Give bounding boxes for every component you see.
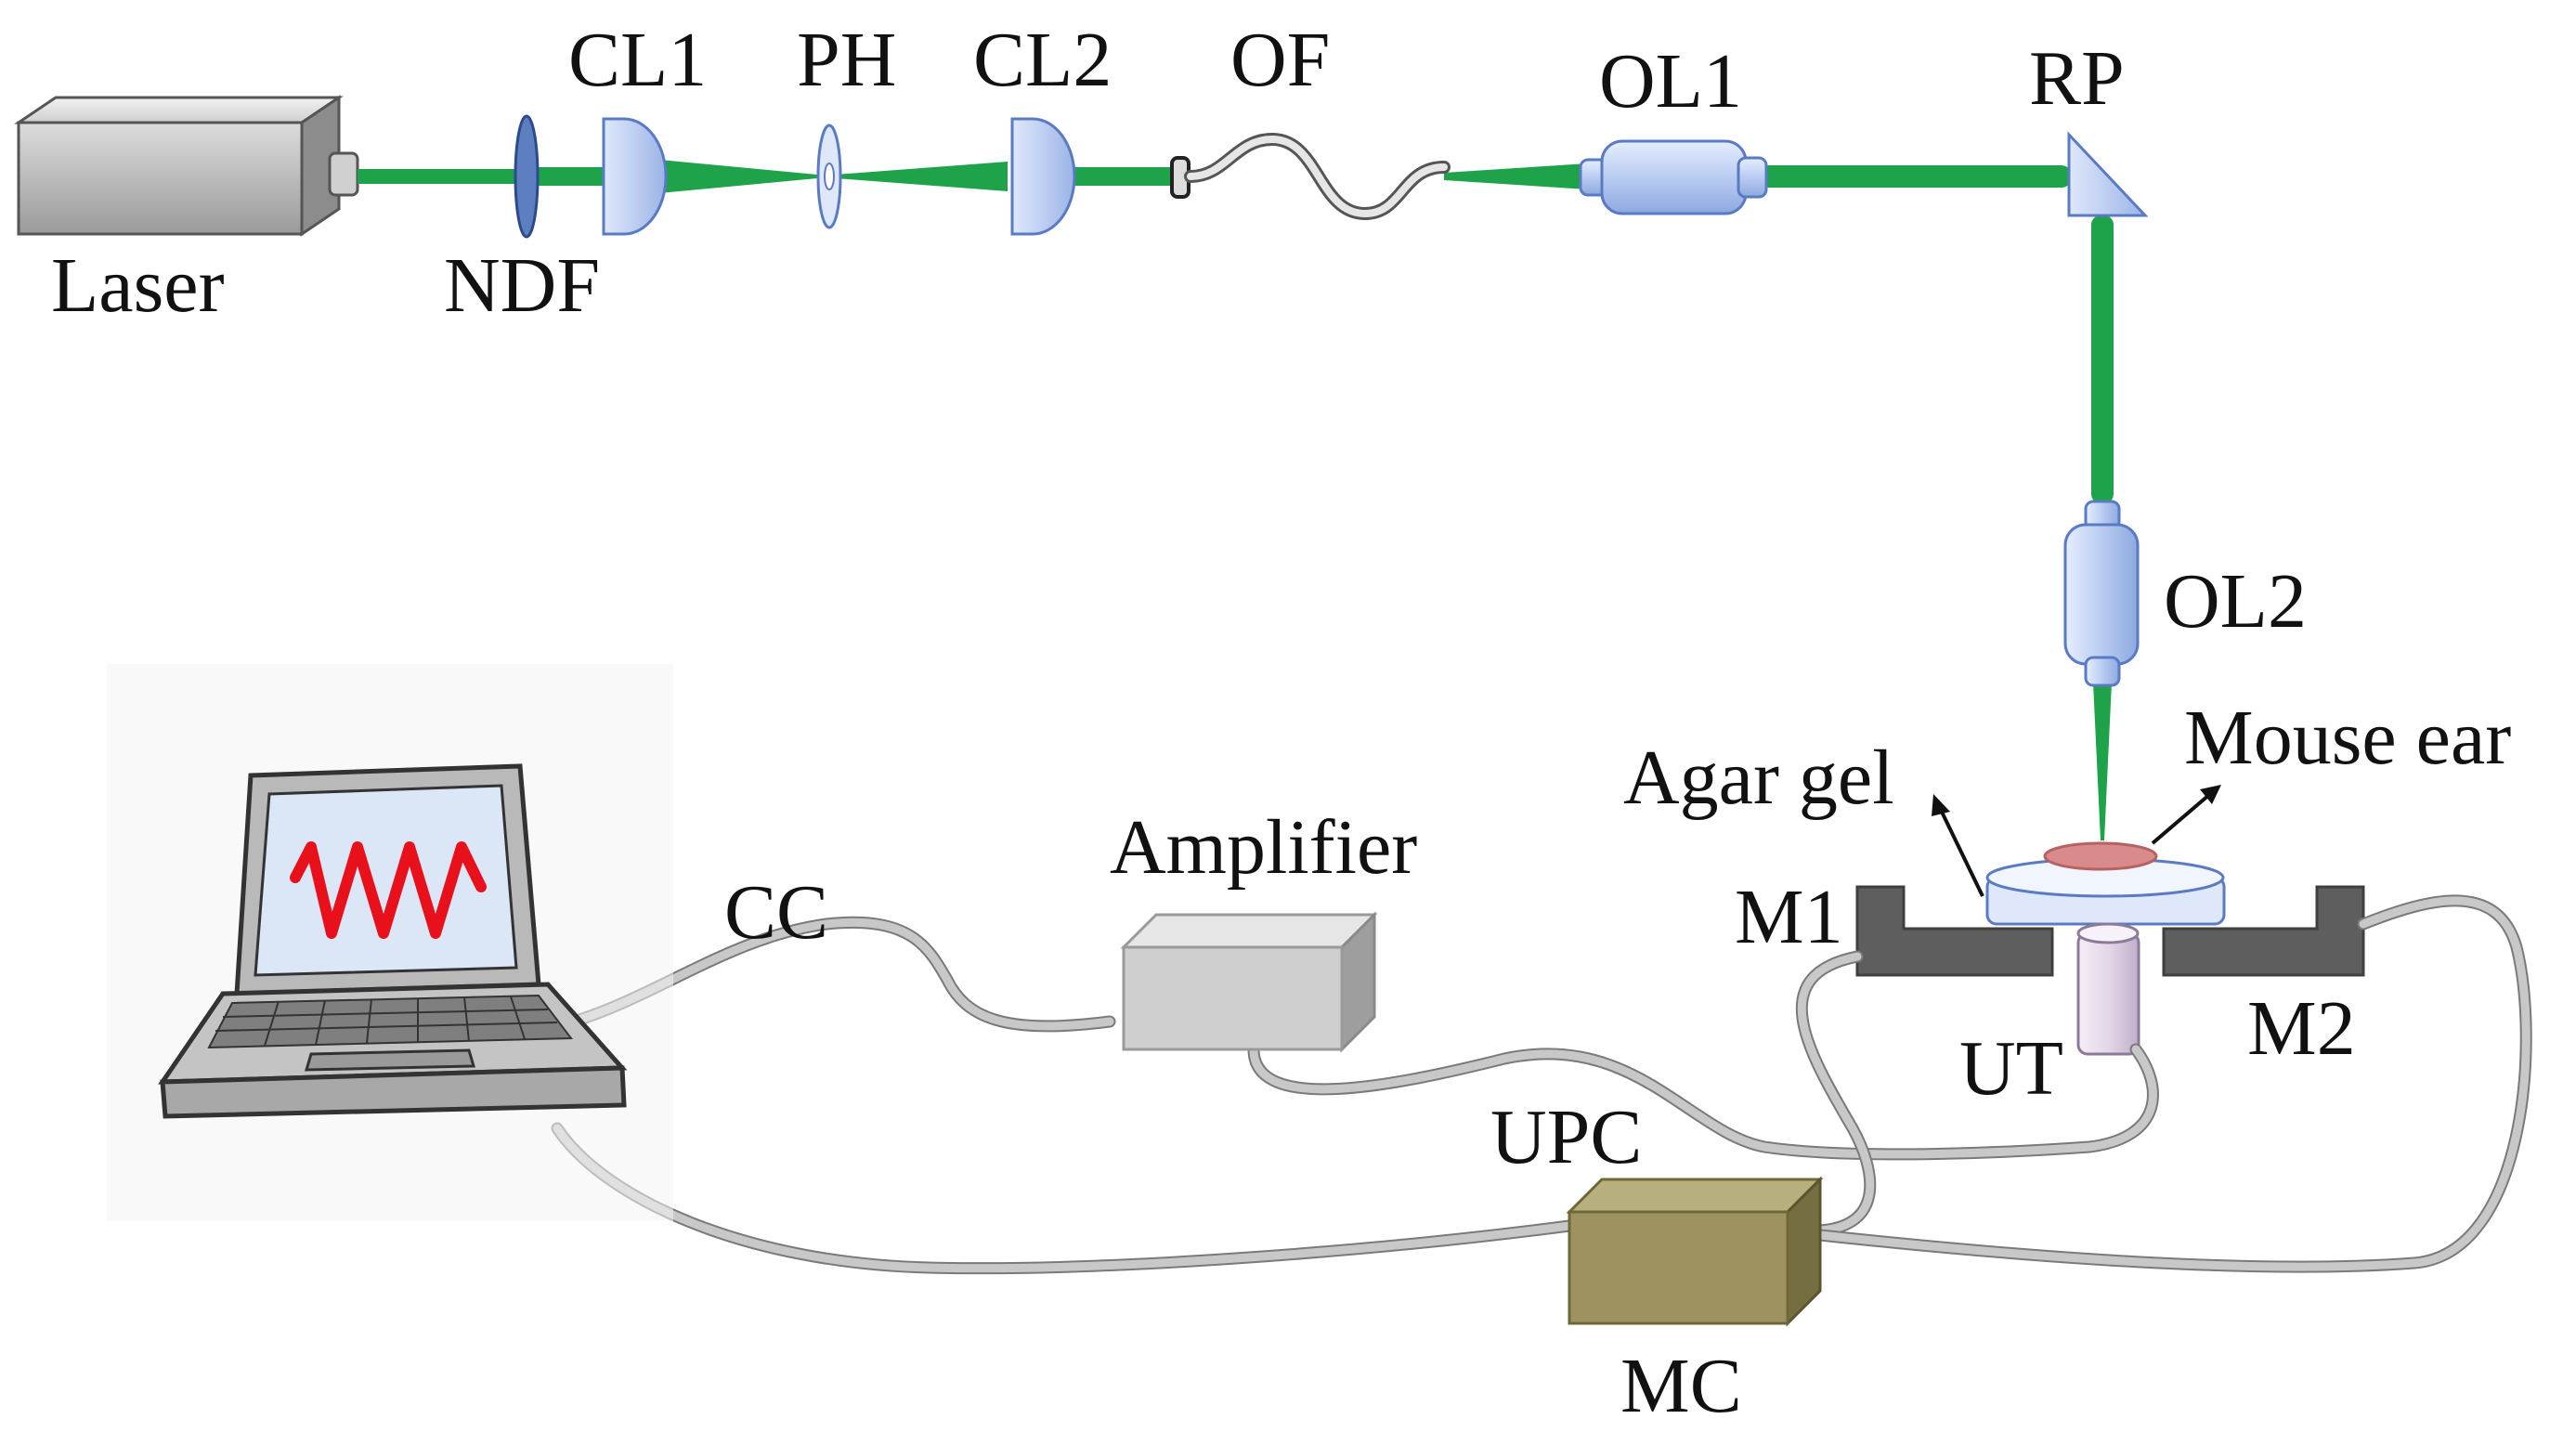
cl2-lens-icon	[1010, 117, 1076, 236]
cl2-label: CL2	[973, 17, 1112, 103]
laptop-keyboard	[207, 994, 573, 1049]
signal-waveform-icon	[290, 841, 487, 939]
cl1-lens-icon	[602, 117, 668, 236]
agar-gel-pointer-arrow	[1932, 794, 1984, 897]
right-angle-prism-icon	[2067, 131, 2149, 217]
laser-beam	[358, 160, 2114, 840]
upc-label: UPC	[1490, 1094, 1642, 1180]
ut-label: UT	[1959, 1025, 2063, 1112]
ultrasound-transducer-icon	[2076, 922, 2140, 1056]
ndf-label: NDF	[444, 242, 600, 329]
pinhole-icon	[816, 124, 842, 229]
of-label: OF	[1230, 17, 1330, 103]
laser-label: Laser	[51, 242, 225, 329]
amplifier-box	[1120, 911, 1378, 1053]
mouse-ear-pointer-arrow	[2151, 785, 2221, 845]
optical-fiber-icon	[1170, 132, 1451, 221]
mount-m1	[1855, 885, 2054, 977]
ol2-label: OL2	[2164, 558, 2307, 644]
amplifier-label: Amplifier	[1110, 804, 1417, 891]
agar-gel-label: Agar gel	[1623, 735, 1894, 821]
rp-label: RP	[2029, 35, 2125, 122]
m2-label: M2	[2247, 985, 2356, 1072]
cc-label: CC	[724, 869, 828, 956]
motion-controller-box	[1566, 1176, 1824, 1327]
ol1-label: OL1	[1599, 38, 1742, 124]
mount-m2	[2162, 885, 2365, 977]
m1-label: M1	[1735, 874, 1843, 960]
ol2-objective-icon	[2063, 500, 2140, 687]
ph-label: PH	[797, 17, 896, 103]
mouse-ear-label: Mouse ear	[2184, 695, 2511, 781]
cl1-label: CL1	[568, 17, 707, 103]
agar-gel-dish-icon	[1985, 857, 2226, 926]
ol1-objective-icon	[1579, 139, 1768, 215]
laser-source-icon	[14, 95, 359, 237]
ndf-filter-icon	[514, 114, 540, 239]
laptop-icon	[107, 664, 673, 1221]
mouse-ear-icon	[2043, 841, 2158, 871]
mc-label: MC	[1620, 1343, 1742, 1429]
